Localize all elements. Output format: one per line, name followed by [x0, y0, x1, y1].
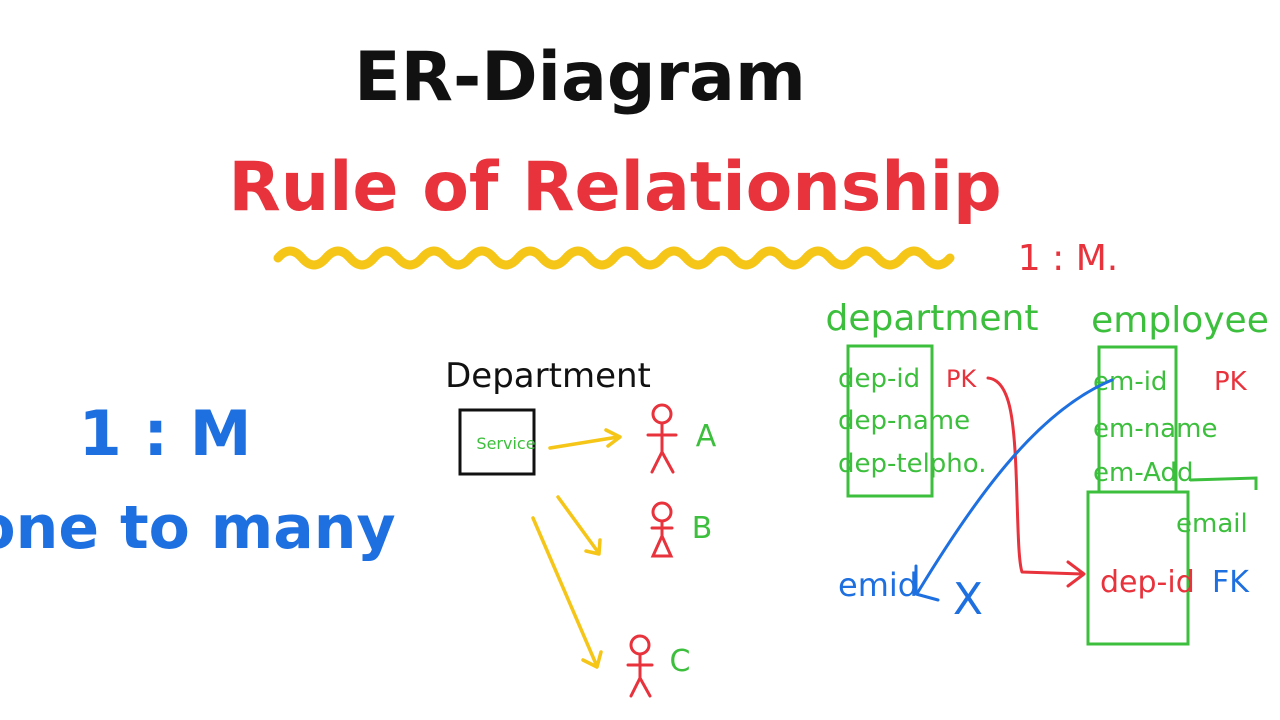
department-pk-badge: PK — [946, 365, 977, 393]
employee-fk-badge: FK — [1212, 565, 1250, 600]
department-fields: dep-id dep-name dep-telpho. — [838, 364, 987, 479]
employee-field: email — [1176, 509, 1248, 539]
service-label: Service — [476, 434, 535, 453]
department-field: dep-telpho. — [838, 449, 987, 479]
employee-fk-field: dep-id — [1100, 565, 1195, 600]
person-c-icon — [626, 634, 654, 698]
department-table-title: department — [826, 298, 1039, 339]
employee-table-side-border — [1189, 476, 1258, 490]
ratio-label: 1 : M — [79, 397, 252, 470]
employee-field: em-name — [1093, 414, 1217, 444]
department-field: dep-name — [838, 406, 970, 436]
arrow-to-c — [531, 516, 603, 669]
relationship-arrows — [531, 428, 622, 669]
arrow-to-a — [548, 428, 622, 450]
person-c-label: C — [670, 644, 691, 679]
service-box — [458, 408, 536, 476]
wrong-arrow — [914, 378, 1114, 602]
employee-table-extended — [1086, 490, 1190, 646]
employee-pk-badge: PK — [1214, 367, 1248, 397]
wrong-field-label: emid — [838, 566, 918, 604]
page-title: ER-Diagram — [354, 38, 806, 117]
employee-fields: em-id em-name em-Add email — [1093, 367, 1248, 539]
employee-field: em-Add — [1093, 458, 1193, 488]
fk-arrow — [986, 376, 1086, 588]
arrow-to-b — [556, 495, 602, 556]
person-a-label: A — [696, 419, 717, 454]
department-table — [846, 344, 934, 498]
person-a-icon — [646, 403, 678, 474]
department-heading: Department — [445, 356, 651, 396]
wrong-cross-mark: X — [953, 574, 983, 625]
person-b-label: B — [692, 511, 713, 546]
page-subtitle: Rule of Relationship — [228, 148, 1001, 227]
person-b-icon — [650, 501, 674, 558]
right-ratio: 1 : M. — [1018, 238, 1118, 279]
employee-table-title: employee — [1091, 300, 1269, 341]
ratio-description: one to many — [0, 493, 396, 563]
department-field: dep-id — [838, 364, 920, 394]
wavy-underline — [273, 246, 955, 270]
